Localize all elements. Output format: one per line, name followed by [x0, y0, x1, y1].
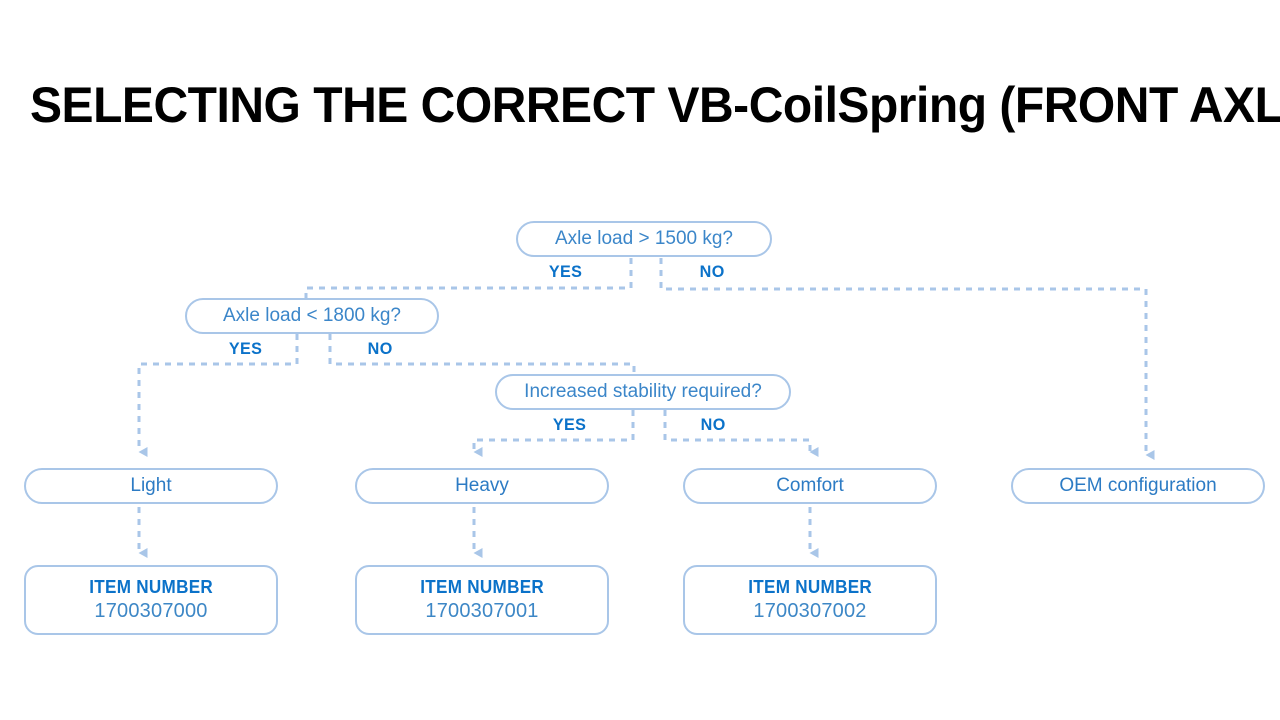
- connector-d1-no: [659, 258, 1155, 460]
- branch-label-d1-no: NO: [699, 262, 725, 281]
- branch-label-d2-no: NO: [367, 339, 393, 358]
- item-number-card-light[interactable]: ITEM NUMBER 1700307000: [24, 565, 278, 635]
- item-number-caption: ITEM NUMBER: [748, 577, 872, 597]
- item-number-value: 1700307001: [425, 600, 539, 622]
- item-number-card-comfort[interactable]: ITEM NUMBER 1700307002: [683, 565, 937, 635]
- decision-question: Axle load < 1800 kg?: [223, 305, 401, 326]
- page-title: SELECTING THE CORRECT VB-CoilSpring (FRO…: [30, 77, 1280, 133]
- item-number-caption: ITEM NUMBER: [89, 577, 213, 597]
- branch-label-d1-yes: YES: [548, 262, 583, 281]
- item-number-caption: ITEM NUMBER: [420, 577, 544, 597]
- result-label: Comfort: [776, 475, 844, 496]
- connector-d3-yes: [472, 410, 635, 457]
- item-number-value: 1700307000: [94, 600, 208, 622]
- decision-node-axle-load-1500[interactable]: Axle load > 1500 kg?: [516, 221, 772, 257]
- branch-label-d3-no: NO: [700, 415, 726, 434]
- decision-node-increased-stability[interactable]: Increased stability required?: [495, 374, 791, 410]
- branch-label-d2-yes: YES: [228, 339, 263, 358]
- item-number-value: 1700307002: [753, 600, 867, 622]
- decision-node-axle-load-1800[interactable]: Axle load < 1800 kg?: [185, 298, 439, 334]
- decision-question: Increased stability required?: [524, 381, 762, 402]
- result-label: Heavy: [455, 475, 509, 496]
- result-node-comfort[interactable]: Comfort: [683, 468, 937, 504]
- result-node-oem-configuration[interactable]: OEM configuration: [1011, 468, 1265, 504]
- result-label: OEM configuration: [1059, 475, 1217, 496]
- item-number-card-heavy[interactable]: ITEM NUMBER 1700307001: [355, 565, 609, 635]
- connector-d1-yes: [304, 258, 633, 300]
- result-node-light[interactable]: Light: [24, 468, 278, 504]
- connector-d3-no: [663, 410, 819, 457]
- connector-d2-no: [328, 334, 636, 376]
- connector-d2-yes: [137, 334, 299, 457]
- result-node-heavy[interactable]: Heavy: [355, 468, 609, 504]
- branch-label-d3-yes: YES: [552, 415, 587, 434]
- decision-question: Axle load > 1500 kg?: [555, 228, 733, 249]
- result-label: Light: [130, 475, 172, 496]
